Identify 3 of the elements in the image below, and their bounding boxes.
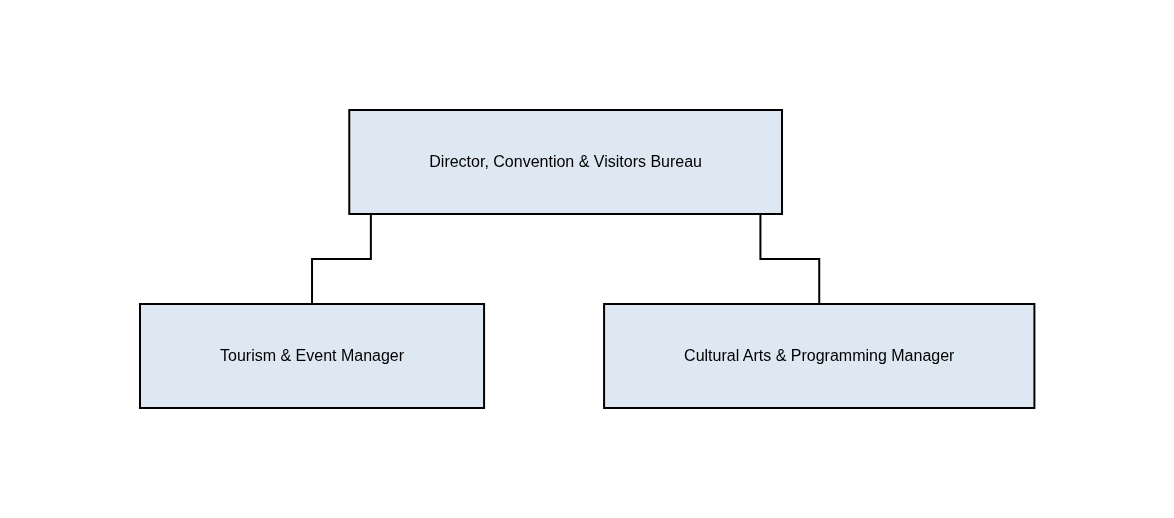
node-box: Director, Convention & Visitors Bureau [348, 109, 783, 215]
node-box: Tourism & Event Manager [138, 303, 485, 409]
node-box: Cultural Arts & Programming Manager [602, 303, 1036, 409]
